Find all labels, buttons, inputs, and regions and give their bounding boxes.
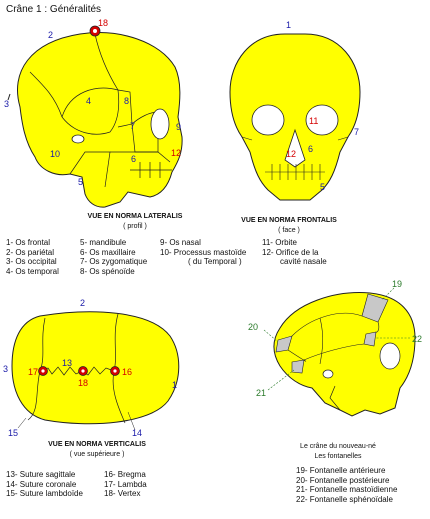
label-18: 18 [78,378,88,388]
label-5: 5 [320,182,325,192]
legend-item: 14- Suture coronale [6,479,77,489]
page-title: Crâne 1 : Généralités [6,4,102,15]
legend-item: 16- Bregma [104,470,146,479]
label-14: 14 [132,428,142,436]
legend-bones-col4: 11- Orbite 12- Orifice de la cavité nasa… [262,238,327,267]
label-13: 13 [62,358,72,368]
vertical-caption: VUE EN NORMA VERTICALIS [48,441,146,448]
label-11: 11 [309,116,318,126]
label-5: 5 [78,177,83,187]
legend-item: cavité nasale [280,257,327,266]
temporal-suture-lateral [61,87,120,135]
label-7: 7 [130,121,135,131]
label-2: 2 [80,298,85,308]
newborn-caption-line1: Le crâne du nouveau-né [300,443,376,450]
sagittal-suture [39,366,115,376]
lateral-subcaption: ( profil ) [123,223,147,230]
frontal-caption: VUE EN NORMA FRONTALIS [241,217,337,224]
left-orbit [305,104,339,136]
label-3: 3 [4,99,9,109]
lateral-orbit [150,108,170,140]
legend-item: 3- Os occipital [6,257,57,266]
label-7: 7 [354,127,359,137]
legend-sutures-col2: 16- Bregma 17- Lambda 18- Vertex [104,470,147,499]
vertical-skull-diagram: 2 3 13 17 18 16 1 15 14 [3,298,180,436]
lateral-skull-outline [17,32,183,208]
right-orbit [251,104,285,136]
legend-item: 6- Os maxillaire [80,247,136,257]
frontal-skull-outline [229,33,361,201]
legend-item: 21- Fontanelle mastoïdienne [296,485,398,494]
legend-item: 8- Os spénoïde [80,266,135,276]
zygomatic-suture [131,111,159,153]
label-19: 19 [392,279,402,289]
label-16: 16 [122,367,132,377]
label-10: 10 [50,149,60,159]
legend-item: 5- mandibule [80,238,127,247]
lambdoid-suture-lateral [29,71,63,118]
mandible-suture [69,151,111,188]
teeth-lateral [130,162,172,178]
label-12: 12 [171,148,181,158]
label-15: 15 [8,428,18,436]
legend-item: 17- Lambda [104,479,147,489]
label-17: 17 [28,367,38,377]
label-9: 9 [176,122,181,132]
legend-bones-col2: 5- mandibule 6- Os maxillaire 7- Os zygo… [80,238,147,276]
fontanelle-mastoidienne [291,359,305,374]
fontanelle-sphenoidale [363,331,377,347]
label-8: 8 [124,96,129,106]
legend-item: 9- Os nasal [160,238,201,247]
newborn-skull-outline [273,292,416,417]
legend-item: 2- Os pariétal [6,247,55,257]
label-6: 6 [131,154,136,164]
legend-bones-col1: 1- Os frontal 2- Os pariétal 3- Os occip… [6,238,59,276]
lateral-caption: VUE EN NORMA LATERALIS [87,213,183,220]
newborn-caption-line2: Les fontanelles [314,453,362,460]
legend-item: ( du Temporal ) [188,257,242,266]
legend-item: 13- Suture sagittale [6,470,76,479]
frontal-skull-diagram: 1 11 7 12 6 5 [229,20,361,201]
label-6: 6 [308,144,313,154]
legend-item: 15- Suture lambdoïde [6,489,83,498]
legend-item: 20- Fontanelle postérieure [296,475,390,485]
nasal-cavity [284,128,306,168]
legend-item: 7- Os zygomatique [80,257,148,266]
label-4: 4 [86,96,91,106]
label-22: 22 [412,334,422,344]
legend-fontanelles: 19- Fontanelle antérieure 20- Fontanelle… [296,466,397,504]
vertical-skull-outline [11,311,180,425]
label-2: 2 [48,30,53,40]
newborn-orbit [379,342,401,370]
vertical-subcaption: ( vue supérieure ) [69,451,125,458]
lateral-skull-diagram: 18 2 3 4 8 7 9 10 6 12 5 [4,18,183,208]
coronal-suture-lateral [94,33,119,91]
label-1: 1 [286,20,291,30]
legend-item: 22- Fontanelle sphénoïdale [296,494,393,504]
legend-item: 4- Os temporal [6,266,59,276]
legend-item: 18- Vertex [104,489,141,498]
legend-bones-col3: 9- Os nasal 10- Processus mastoïde ( du … [160,238,246,267]
label-1: 1 [172,380,177,390]
legend-item: 12- Orifice de la [262,247,319,257]
legend-sutures-col1: 13- Suture sagittale 14- Suture coronale… [6,470,83,499]
legend-item: 10- Processus mastoïde [160,247,247,257]
maxilla-suture [110,151,171,163]
label-18: 18 [98,18,108,28]
ear-canal [71,134,85,144]
legend-item: 1- Os frontal [6,238,51,247]
label-20: 20 [248,322,258,332]
label-12: 12 [286,149,296,159]
legend-item: 11- Orbite [262,238,297,247]
legend-item: 19- Fontanelle antérieure [296,466,386,475]
label-21: 21 [256,388,266,398]
label-3: 3 [3,364,8,374]
frontal-subcaption: ( face ) [278,227,300,234]
newborn-ear-canal [322,369,334,379]
sphenoid-suture [117,89,133,128]
newborn-skull-diagram: 19 20 22 21 [248,279,422,417]
